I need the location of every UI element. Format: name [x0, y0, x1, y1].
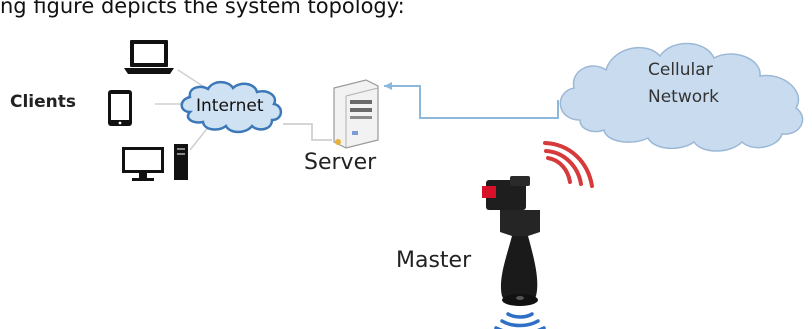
internet-label: Internet	[196, 96, 264, 116]
server-connector-dot	[335, 139, 341, 145]
cellular-network-cloud-icon	[559, 42, 804, 152]
wireless-signal-icon	[543, 141, 594, 188]
clients-label: Clients	[10, 92, 77, 112]
master-label: Master	[396, 248, 472, 273]
cellular-label-line2: Network	[648, 87, 719, 107]
wireless-signal-icon	[494, 312, 546, 329]
server-label: Server	[304, 150, 377, 175]
arrow-head-icon	[384, 82, 392, 90]
cellular-label-line1: Cellular	[648, 60, 713, 80]
caption-text: ng figure depicts the system topology:	[0, 0, 405, 18]
tablet-icon	[108, 90, 132, 126]
server-cellular-connector	[384, 85, 559, 119]
laptop-icon	[124, 40, 174, 74]
internet-cloud-icon	[180, 80, 283, 134]
server-internet-connector	[283, 123, 332, 141]
cellular-network-label: Cellular Network	[648, 57, 719, 111]
server-tower-icon	[333, 79, 379, 149]
desktop-computer-icon	[122, 144, 188, 181]
master-device-icon	[482, 176, 540, 306]
